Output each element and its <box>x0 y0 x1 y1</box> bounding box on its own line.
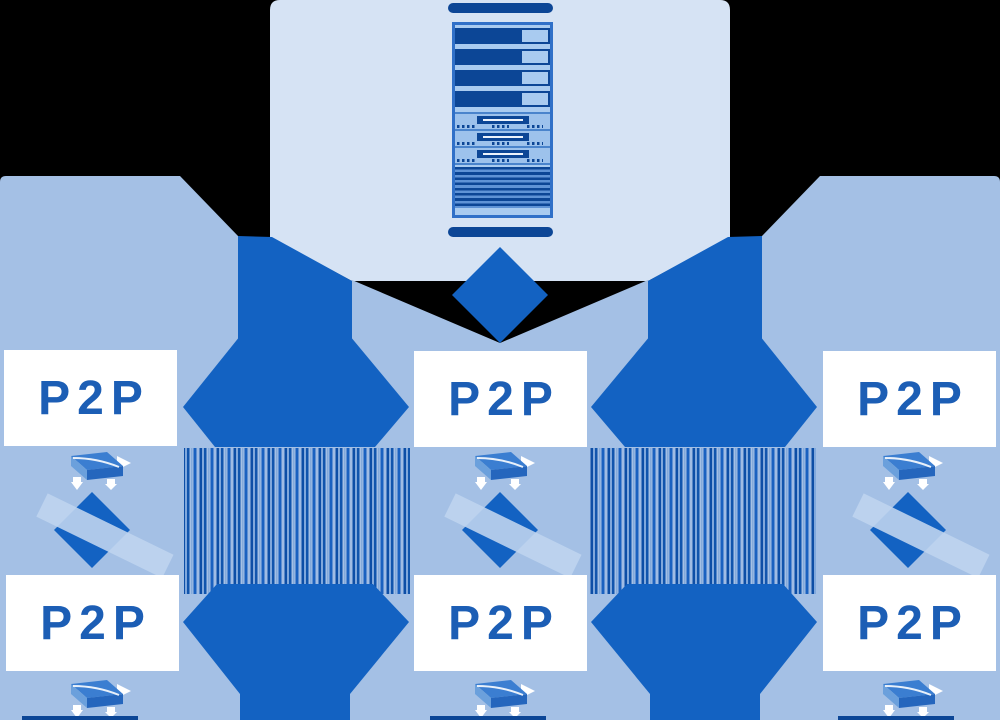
node-label: P2P <box>448 372 560 426</box>
right-data-stream <box>590 448 816 594</box>
rack-unit-slot <box>476 150 529 158</box>
node-label: P2P <box>40 596 152 650</box>
bottom-edge-bar <box>838 716 954 720</box>
rack-unit-slot <box>476 133 529 141</box>
double-arrow-right-top <box>591 336 817 447</box>
rack-unit-slot <box>476 116 529 124</box>
node-left-top: P2P <box>4 350 177 446</box>
rack-unit-leds <box>492 142 509 145</box>
bottom-edge-bar <box>22 716 138 720</box>
right-connector-tail <box>650 690 760 720</box>
left-connector-neck <box>238 236 352 340</box>
right-connector-neck <box>648 236 762 340</box>
drive-bay-light <box>522 30 548 42</box>
rack-unit-leds <box>457 125 475 128</box>
node-label: P2P <box>448 596 560 650</box>
rack-unit-slot-light <box>482 119 523 121</box>
rack-unit-leds <box>527 125 543 128</box>
node-right-bottom: P2P <box>823 575 996 671</box>
node-center-top: P2P <box>414 351 587 447</box>
node-label: P2P <box>38 371 150 425</box>
node-center-bottom: P2P <box>414 575 587 671</box>
server-drive-bay <box>455 70 550 86</box>
rack-unit-leds <box>527 159 543 162</box>
left-connector-tail <box>240 690 350 720</box>
rack-unit-leds <box>492 159 509 162</box>
server-bottom-pill <box>448 227 553 237</box>
drive-bay-light <box>522 93 548 105</box>
server-top-pill <box>448 3 553 13</box>
rack-unit-leds <box>457 159 475 162</box>
server-diamond-arrow <box>452 247 548 343</box>
rack-unit-slot-light <box>482 136 523 138</box>
drive-bay-light <box>522 51 548 63</box>
transfer-trails <box>36 493 990 720</box>
double-arrow-left-bottom <box>183 584 409 694</box>
rack-unit <box>455 114 550 129</box>
rack-unit-leds <box>492 125 509 128</box>
rack-unit <box>455 131 550 146</box>
node-label: P2P <box>857 596 969 650</box>
rack-unit-slot-light <box>482 153 523 155</box>
drive-bay-light <box>522 72 548 84</box>
server-drive-bay <box>455 91 550 107</box>
bottom-edge-bar <box>430 716 546 720</box>
left-data-stream <box>184 448 410 594</box>
rack-unit <box>455 148 550 163</box>
double-arrow-right-bottom <box>591 584 817 694</box>
double-arrow-left-top <box>183 336 409 447</box>
rack-unit-leds <box>457 142 475 145</box>
server-rack-icon <box>452 22 553 218</box>
server-rack-units <box>455 112 550 165</box>
server-drive-bay <box>455 49 550 65</box>
node-label: P2P <box>857 372 969 426</box>
server-drive-bay <box>455 28 550 44</box>
rack-unit-leds <box>527 142 543 145</box>
server-vent-grille <box>455 167 550 208</box>
node-right-top: P2P <box>823 351 996 447</box>
node-left-bottom: P2P <box>6 575 179 671</box>
